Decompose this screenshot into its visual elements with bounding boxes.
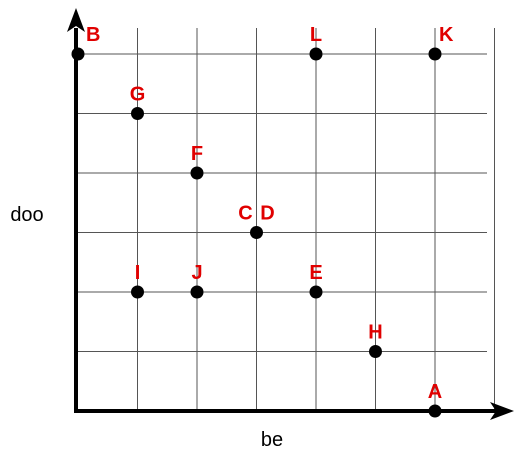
point-label: E: [309, 262, 322, 284]
data-point: [131, 285, 144, 299]
point-label: A: [428, 381, 442, 403]
point-label: H: [368, 322, 382, 344]
data-point: [71, 47, 85, 61]
data-point: [190, 166, 204, 180]
data-points: [71, 47, 442, 418]
point-label: F: [191, 143, 203, 165]
point-label: B: [86, 24, 100, 46]
data-point: [428, 47, 442, 61]
data-point: [309, 47, 323, 61]
x-axis-arrowhead: [490, 402, 514, 420]
y-axis-label: doo: [10, 204, 43, 226]
data-point: [190, 285, 204, 299]
point-label: D: [260, 203, 274, 225]
y-axis-arrowhead: [67, 8, 85, 32]
point-label: G: [130, 84, 146, 106]
point-label: L: [310, 24, 322, 46]
point-label: C: [238, 203, 252, 225]
point-label: K: [439, 24, 454, 46]
grid: [78, 28, 495, 411]
data-point: [250, 226, 263, 239]
data-point: [428, 404, 442, 418]
x-axis-label: be: [261, 429, 283, 451]
data-point: [309, 285, 323, 299]
point-label: I: [135, 262, 141, 284]
data-point: [131, 107, 144, 120]
axes: [67, 8, 514, 420]
point-label: J: [191, 262, 202, 284]
data-point: [369, 345, 382, 358]
